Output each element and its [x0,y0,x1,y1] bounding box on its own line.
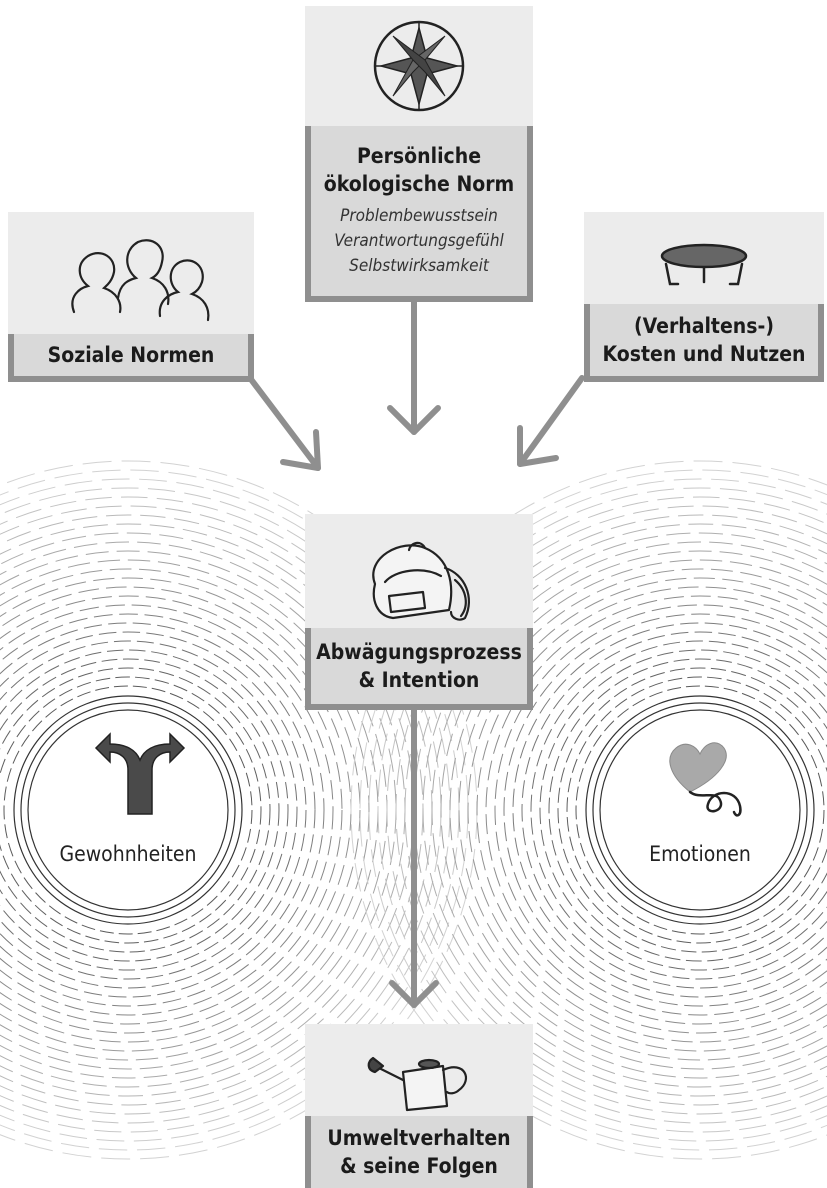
arrowhead-cost [517,425,559,467]
weighing-node: Abwägungsprozess & Intention [305,514,533,710]
emotions-label: Emotionen [649,842,751,866]
watering-can-icon [367,1056,467,1112]
arrowhead-behavior [389,980,439,1008]
arrowhead-social [280,429,321,471]
habits-label: Gewohnheiten [59,842,197,866]
personal-norm-item: Verantwortungsgefühl [334,231,504,251]
arrowhead-norm [387,405,441,435]
behavior-title-line2: & seine Folgen [340,1154,498,1178]
arrow-social-to-weighing [247,375,321,471]
fork-arrow-icon [94,732,186,815]
emotions-ring-field [350,460,827,1160]
cost-benefit-node: (Verhaltens-) Kosten und Nutzen [584,212,824,382]
personal-norm-node: Persönliche ökologische Norm Problembewu… [305,6,533,302]
social-norms-image [8,212,254,334]
weighing-title-line2: & Intention [358,668,480,692]
habits-ring-field [0,460,478,1160]
cost-benefit-band: (Verhaltens-) Kosten und Nutzen [584,304,824,382]
personal-norm-image [305,6,533,126]
social-norms-title: Soziale Normen [47,343,215,367]
behavior-band: Umweltverhalten & seine Folgen [305,1116,533,1188]
cost-benefit-title-line1: (Verhaltens-) [634,314,774,338]
compass-rose-icon [373,20,465,112]
personal-norm-item: Selbstwirksamkeit [349,256,489,276]
cost-benefit-title-line2: Kosten und Nutzen [602,342,806,366]
personal-norm-band: Persönliche ökologische Norm Problembewu… [305,126,533,302]
arrow-cost-to-weighing [517,375,585,467]
cost-benefit-image [584,212,824,304]
trampoline-icon [660,243,748,286]
personal-norm-item: Problembewusstsein [340,206,498,226]
weighing-image [305,514,533,628]
personal-norm-title-line2: ökologische Norm [323,172,515,196]
behavior-node: Umweltverhalten & seine Folgen [305,1024,533,1188]
personal-norm-title-line1: Persönliche [356,144,482,168]
behavior-title-line1: Umweltverhalten [327,1126,511,1150]
backpack-icon [372,541,470,621]
group-of-people-icon [71,239,210,322]
heart-balloon-icon [669,742,742,817]
weighing-band: Abwägungsprozess & Intention [305,628,533,710]
social-norms-band: Soziale Normen [8,334,254,382]
social-norms-node: Soziale Normen [8,212,254,382]
behavior-image [305,1024,533,1116]
weighing-title-line1: Abwägungsprozess [316,640,522,664]
